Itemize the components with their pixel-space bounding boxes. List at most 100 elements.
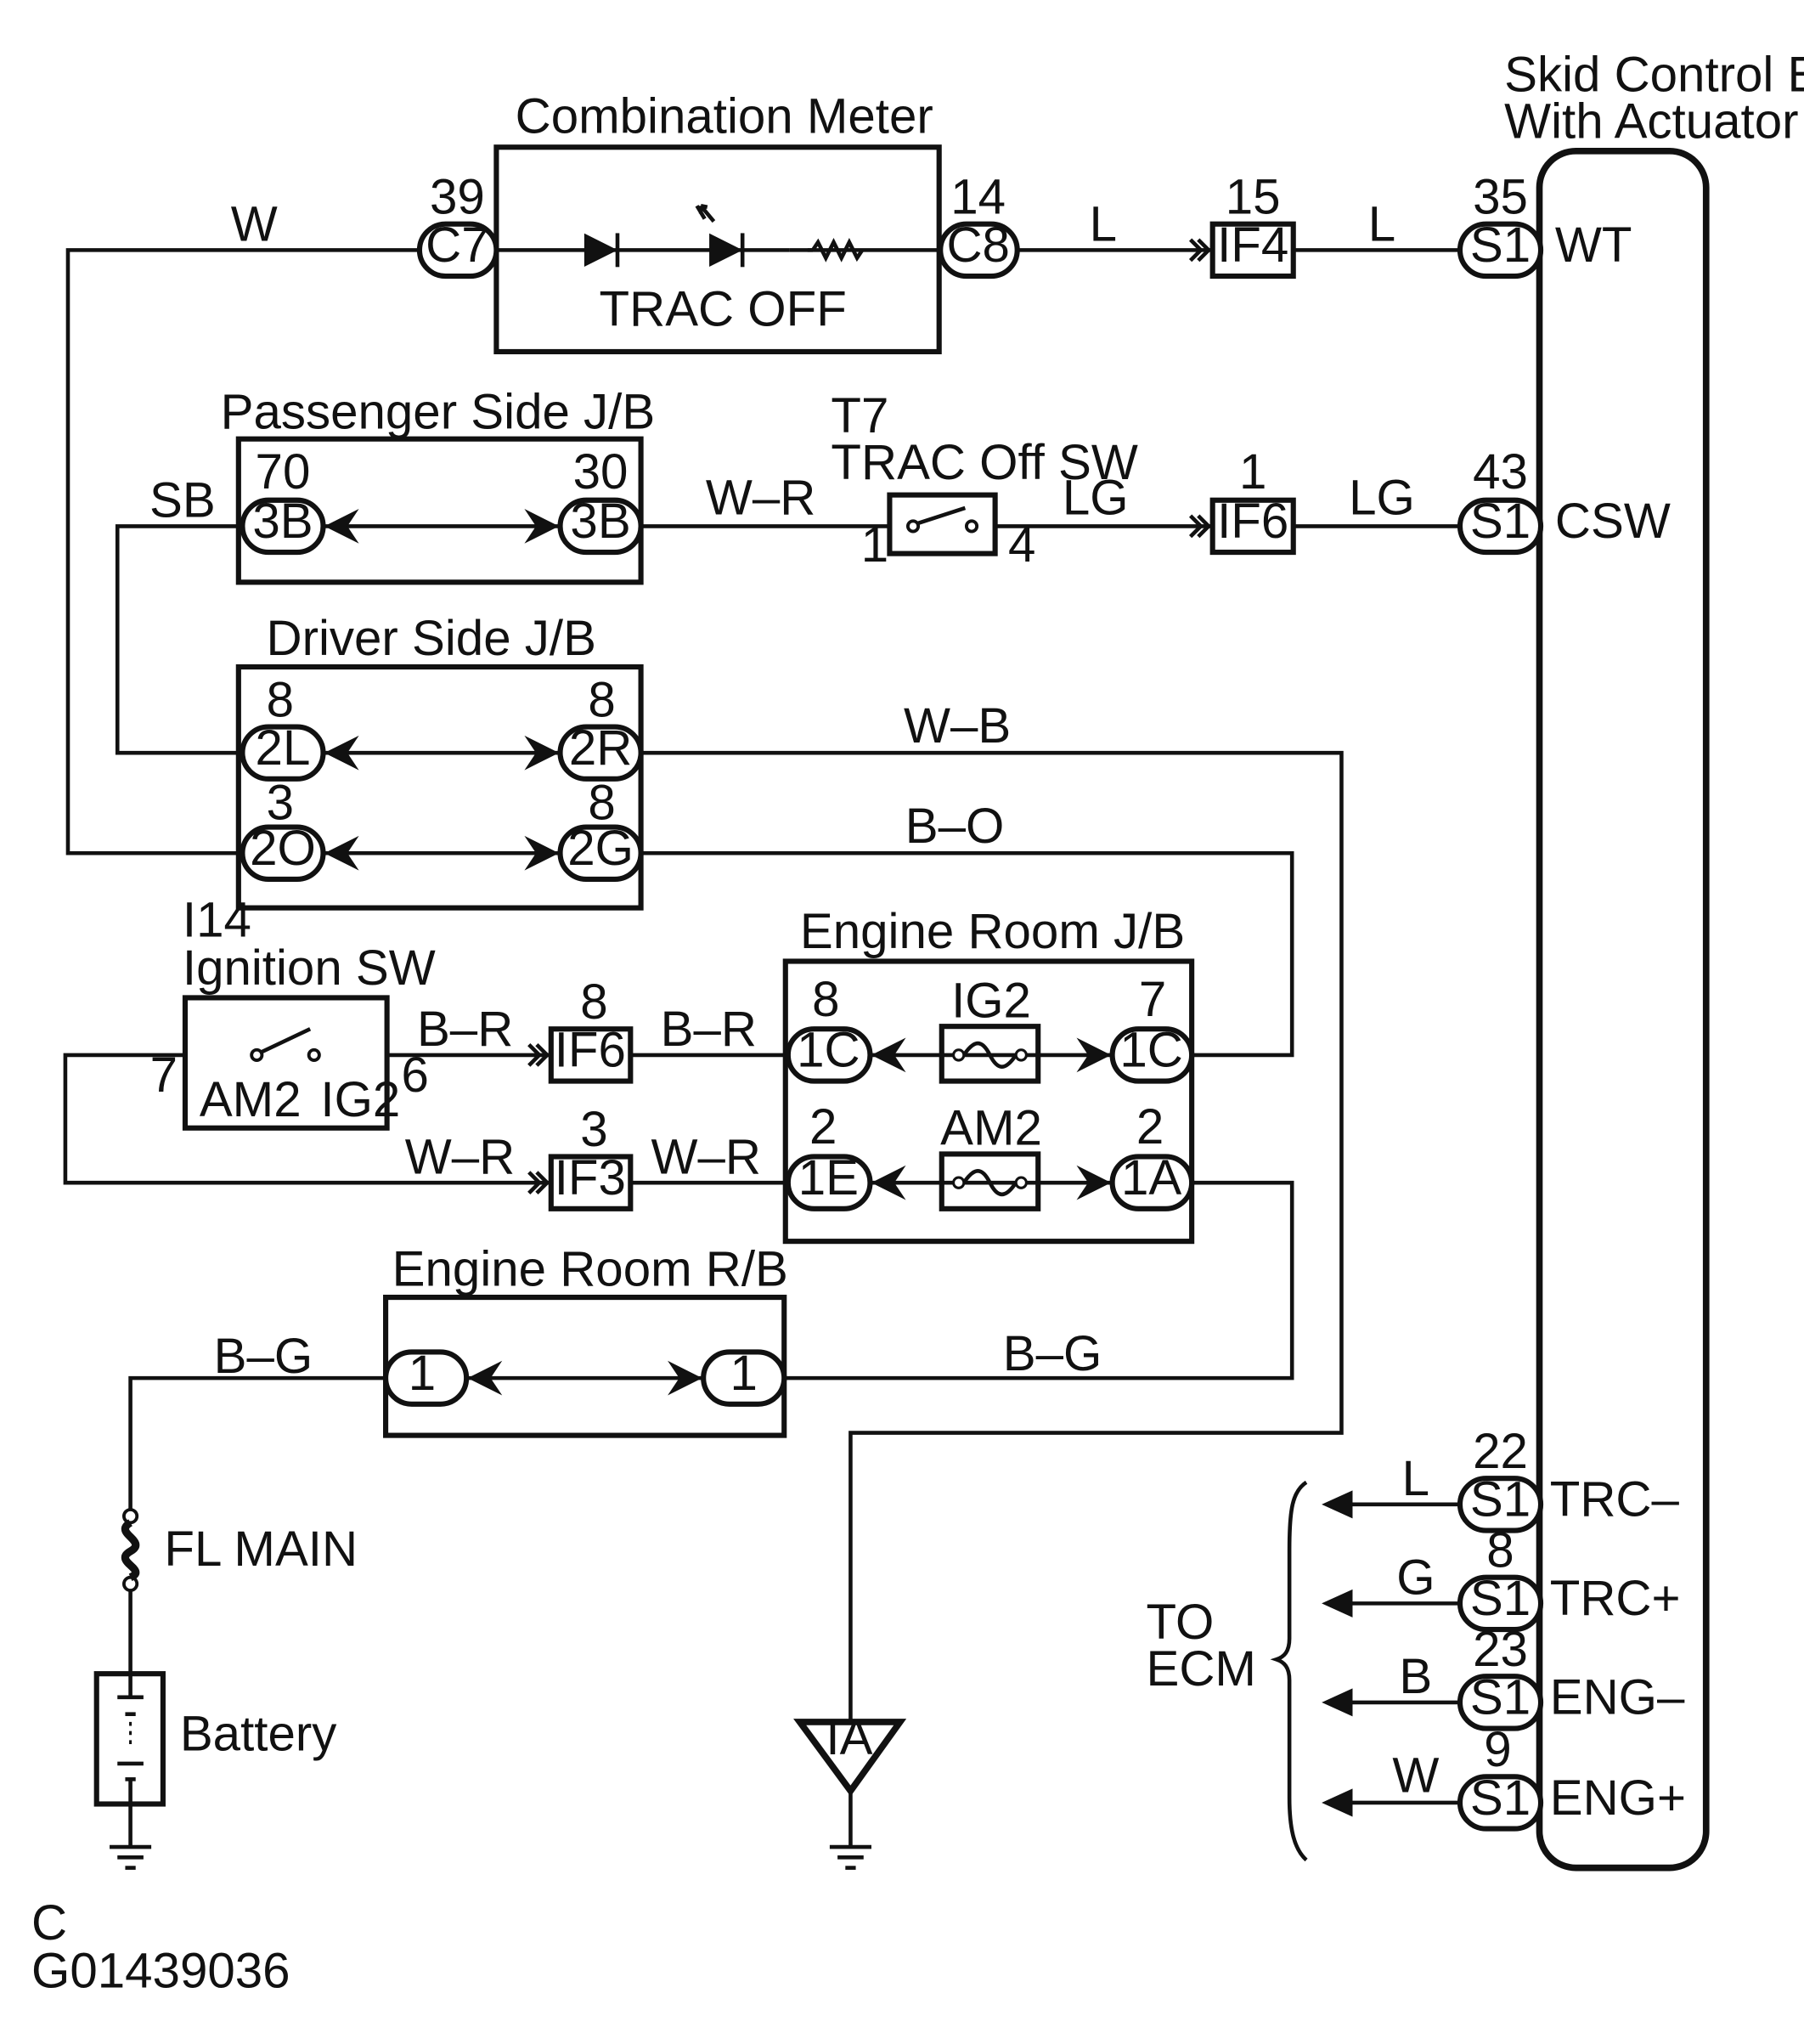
trac-sw-title: TRAC Off SW xyxy=(831,435,1137,490)
connector-code: S1 xyxy=(1470,1472,1531,1527)
connector-code: 2L xyxy=(256,720,311,776)
wire-color-label: B–G xyxy=(1003,1326,1102,1381)
wire-1a-bg xyxy=(784,1180,1294,1381)
pin-number: 7 xyxy=(1139,972,1166,1027)
chevron-pj-right xyxy=(524,509,560,544)
connector-pj-3b-left xyxy=(240,497,326,556)
connector-c7 xyxy=(416,221,499,279)
connector-code: C8 xyxy=(946,217,1009,273)
wire-color-label: B xyxy=(1399,1649,1432,1704)
resistor-icon xyxy=(811,238,865,263)
pin-number: 1 xyxy=(1239,444,1266,500)
engine-room-jb-title: Engine Room J/B xyxy=(800,904,1185,959)
ecu-signal-label: ENG+ xyxy=(1550,1770,1686,1826)
diode-icon xyxy=(583,233,620,268)
connector-er-1c-left xyxy=(785,1026,873,1084)
arrow-left-icon xyxy=(1322,1490,1353,1519)
connector-if4 xyxy=(1209,221,1296,279)
ignition-id: I14 xyxy=(183,892,251,947)
passenger-jb-box xyxy=(235,436,644,585)
pin-number: 8 xyxy=(588,672,615,727)
connector-code: IF6 xyxy=(1217,494,1288,549)
am2-fuse-icon xyxy=(952,1169,1028,1197)
connector-code: 1C xyxy=(1119,1023,1182,1078)
ecm-arrows xyxy=(1322,1490,1353,1817)
connector-code: 3B xyxy=(570,494,630,549)
connector-code: 1 xyxy=(730,1346,758,1401)
ig2-fuse-icon xyxy=(952,1041,1028,1069)
ecu-signal-label: ENG– xyxy=(1550,1670,1685,1725)
inline-chevron-if3 xyxy=(527,1171,550,1195)
labels: Combination Meter TRAC OFF Skid Control … xyxy=(31,47,1804,1998)
wire-color-label: L xyxy=(1402,1451,1429,1506)
pin-number: 8 xyxy=(812,972,839,1027)
connector-pj-3b-right xyxy=(557,497,644,556)
connector-er-1c-right xyxy=(1109,1026,1195,1084)
connector-code: S1 xyxy=(1470,1571,1531,1626)
wire-color-label: W xyxy=(1392,1748,1439,1804)
wire-color-label: W–R xyxy=(651,1129,761,1184)
pin-number: 3 xyxy=(267,775,294,830)
connector-dj-2l xyxy=(240,724,326,782)
connector-if6-top xyxy=(1209,497,1296,556)
arrow-left-icon xyxy=(1322,1589,1353,1618)
pin-number: 8 xyxy=(267,672,294,727)
chevron-er-1a xyxy=(1076,1165,1112,1200)
pill-connectors xyxy=(240,221,1544,1832)
ground-ia-label: IA xyxy=(826,1710,872,1765)
connector-code: IF6 xyxy=(555,1023,626,1078)
figure-id: G01439036 xyxy=(31,1944,290,1999)
connector-s1-engp xyxy=(1457,1774,1544,1832)
wire-color-label: LG xyxy=(1349,471,1415,526)
connector-code: S1 xyxy=(1470,217,1531,273)
inline-connectors xyxy=(548,221,1296,1211)
connector-code: IF3 xyxy=(555,1150,626,1206)
chevron-dj-2g xyxy=(524,835,560,871)
connector-s1-trcp xyxy=(1457,1574,1544,1633)
connector-dj-2g xyxy=(557,824,644,882)
ecu-signal-label: WT xyxy=(1555,217,1632,273)
connector-dj-2r xyxy=(557,724,644,782)
pin-number: 2 xyxy=(809,1099,837,1155)
switch-pin: 1 xyxy=(861,517,888,573)
connector-code: 1A xyxy=(1121,1150,1181,1206)
pin-number: 39 xyxy=(430,169,485,224)
switch-pin: 7 xyxy=(150,1047,178,1103)
wire-ign-loop xyxy=(63,1053,551,1185)
pin-number: 14 xyxy=(950,169,1006,224)
ig2-fuse-label: IG2 xyxy=(951,973,1031,1028)
ground-icon xyxy=(110,1844,152,1870)
connector-code: 2O xyxy=(250,821,316,876)
engine-room-jb-box xyxy=(782,958,1195,1245)
ig2-fuse-box xyxy=(939,1024,1041,1084)
junction-chevrons xyxy=(324,509,1112,1396)
wire-color-label: L xyxy=(1368,197,1395,252)
ecu-signal-label: TRC+ xyxy=(1550,1571,1681,1626)
pin-number: 8 xyxy=(588,775,615,830)
fuse-symbols xyxy=(121,1041,1028,1592)
pin-number: 30 xyxy=(573,444,629,500)
arrow-left-icon xyxy=(1322,1788,1353,1817)
pin-number: 35 xyxy=(1473,169,1528,224)
passenger-jb-title: Passenger Side J/B xyxy=(221,384,656,439)
wire-bo xyxy=(640,850,1294,1058)
wire-color-label: W–B xyxy=(904,698,1011,754)
pin-number: 2 xyxy=(1136,1099,1164,1155)
ignition-title: Ignition SW xyxy=(183,940,436,996)
inline-chevron-if6-mid xyxy=(527,1043,550,1067)
led-icon xyxy=(695,203,745,268)
connector-s1-trcm xyxy=(1457,1476,1544,1533)
skid-ecu-title-2: With Actuator xyxy=(1504,94,1798,150)
am2-fuse-box xyxy=(939,1151,1041,1211)
pin-number: 9 xyxy=(1484,1722,1511,1777)
chevron-er-1c-left xyxy=(871,1037,906,1073)
connector-code: 2R xyxy=(569,720,632,776)
connector-code: S1 xyxy=(1470,1670,1531,1725)
wire-sb xyxy=(115,524,239,755)
ecm-brace xyxy=(1270,1480,1308,1862)
fl-main-label: FL MAIN xyxy=(164,1522,358,1577)
trac-sw-id: T7 xyxy=(831,388,888,443)
connector-code: 2G xyxy=(567,821,634,876)
pin-number: 22 xyxy=(1473,1424,1528,1479)
